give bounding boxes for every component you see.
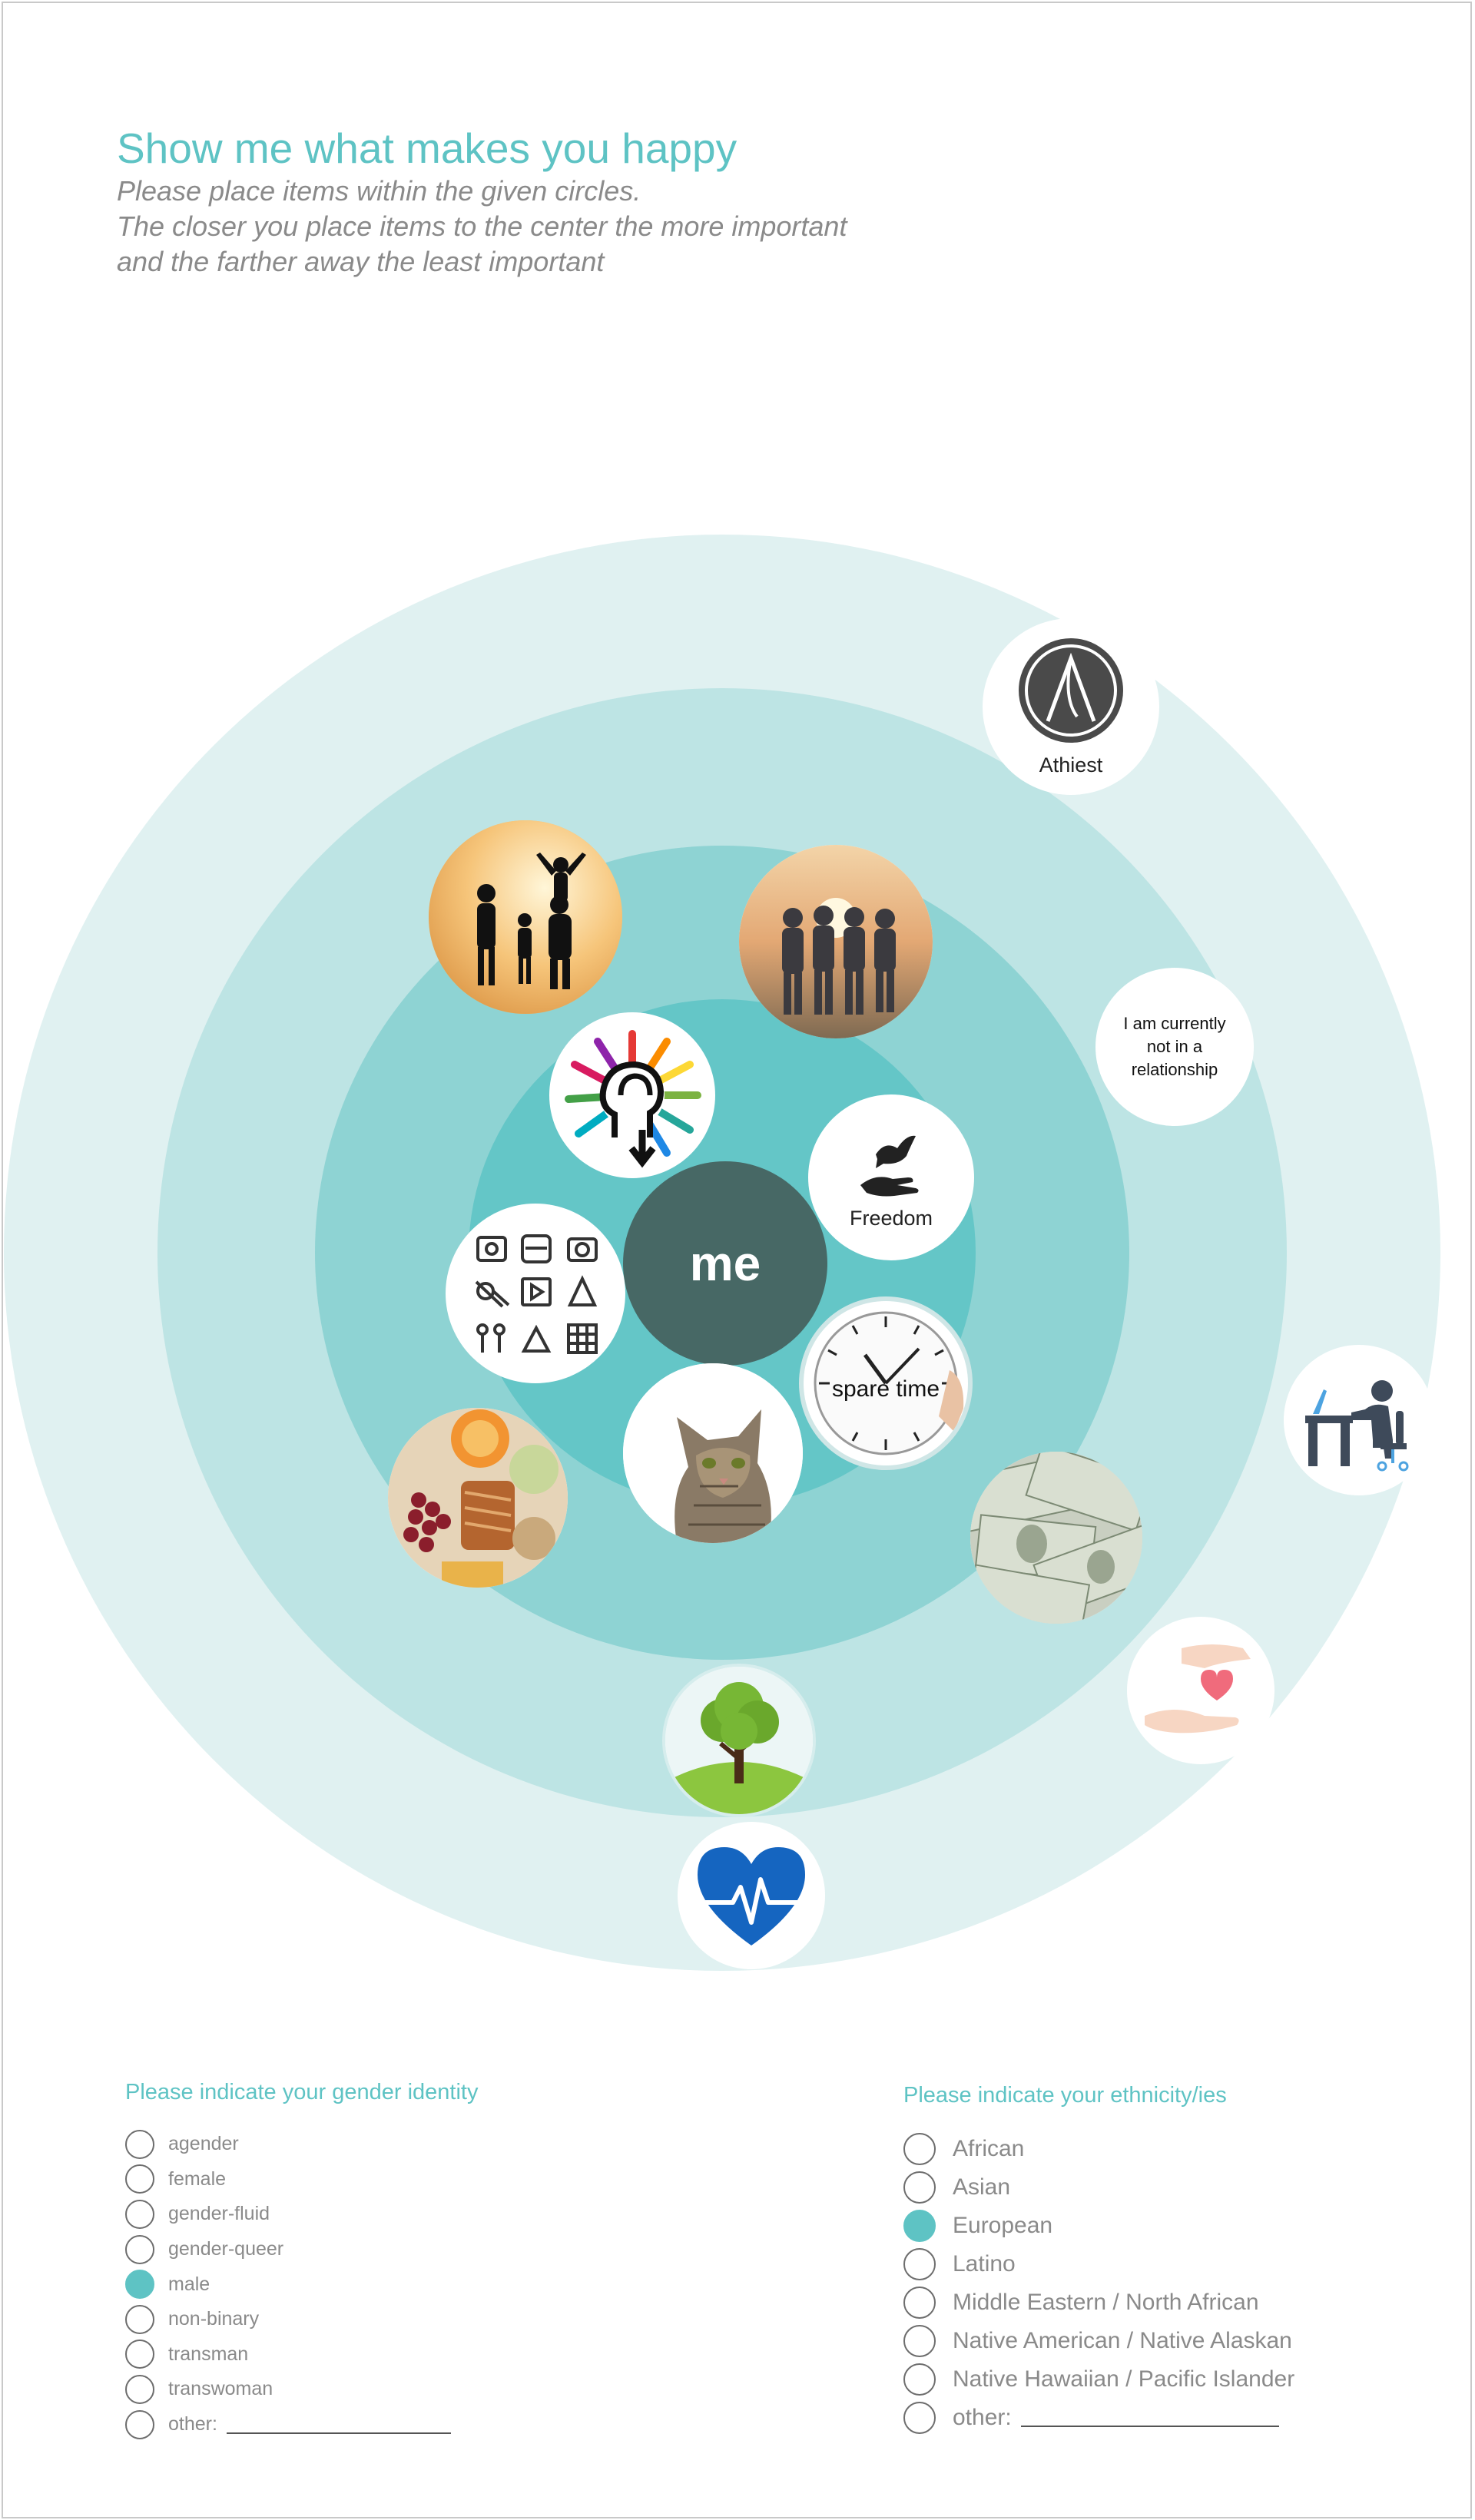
item-atheist[interactable]: Athiest — [983, 618, 1159, 795]
ethnicity-option-label: Latino — [953, 2251, 1016, 2277]
ethnicity-radio[interactable] — [903, 2133, 936, 2165]
gender-other-input[interactable] — [226, 2416, 451, 2434]
gender-option[interactable]: transman — [125, 2337, 478, 2373]
ethnicity-radio[interactable] — [903, 2248, 936, 2280]
ethnicity-option[interactable]: Asian — [903, 2168, 1294, 2207]
item-family[interactable] — [429, 820, 622, 1014]
gender-radio[interactable] — [125, 2270, 154, 2300]
gender-option[interactable]: non-binary — [125, 2302, 478, 2337]
ethnicity-radio[interactable] — [903, 2363, 936, 2396]
item-care[interactable] — [1127, 1617, 1274, 1764]
gender-radio[interactable] — [125, 2374, 154, 2404]
clock-icon — [814, 1311, 964, 1455]
gender-option[interactable]: gender-fluid — [125, 2197, 478, 2232]
gender-option-label: non-binary — [168, 2308, 260, 2330]
gender-other-label: other: — [168, 2413, 217, 2436]
gender-radio[interactable] — [125, 2304, 154, 2334]
dove-on-hand-icon — [860, 1135, 919, 1197]
item-nature[interactable] — [662, 1664, 816, 1817]
item-food[interactable] — [388, 1408, 568, 1588]
ethnicity-option[interactable]: Native Hawaiian / Pacific Islander — [903, 2360, 1294, 2399]
gender-radio-other[interactable] — [125, 2409, 154, 2439]
cat-photo — [623, 1363, 803, 1543]
item-money[interactable] — [970, 1452, 1142, 1624]
atheism-symbol-icon — [1019, 638, 1123, 743]
gender-radio[interactable] — [125, 2199, 154, 2229]
gender-options: agender female gender-fluid gender-queer… — [125, 2127, 478, 2442]
gender-radio[interactable] — [125, 2164, 154, 2194]
item-relationship-status[interactable]: I am currently not in a relationship — [1095, 968, 1254, 1126]
ethnicity-other-label: other: — [953, 2405, 1012, 2430]
center-me: me — [623, 1161, 827, 1366]
gender-option-label: gender-queer — [168, 2238, 284, 2260]
item-work[interactable] — [1284, 1345, 1434, 1495]
item-friends[interactable] — [739, 845, 933, 1038]
instruction-line-1: Please place items within the given circ… — [117, 175, 641, 207]
item-cat[interactable] — [623, 1363, 803, 1543]
gender-option-label: transwoman — [168, 2378, 273, 2400]
ethnicity-question: Please indicate your ethnicity/ies Afric… — [903, 2083, 1294, 2437]
ethnicity-radio[interactable] — [903, 2171, 936, 2204]
ethnicity-radio[interactable] — [903, 2210, 936, 2242]
person-at-desk-icon — [1305, 1380, 1409, 1472]
gender-option[interactable]: transwoman — [125, 2372, 478, 2407]
ethnicity-option[interactable]: European — [903, 2207, 1294, 2245]
gender-option[interactable]: female — [125, 2162, 478, 2197]
heart-in-hands-icon — [1145, 1644, 1251, 1734]
ethnicity-option[interactable]: Middle Eastern / North African — [903, 2283, 1294, 2322]
instruction-line-2: The closer you place items to the center… — [117, 210, 847, 242]
ethnicity-radio[interactable] — [903, 2325, 936, 2357]
ethnicity-option-label: Native Hawaiian / Pacific Islander — [953, 2366, 1295, 2392]
gender-option[interactable]: agender — [125, 2127, 478, 2162]
ethnicity-option-other[interactable]: other: — [903, 2399, 1294, 2437]
ethnicity-other-input[interactable] — [1020, 2409, 1279, 2427]
gender-radio[interactable] — [125, 2129, 154, 2159]
gender-radio[interactable] — [125, 2234, 154, 2264]
ethnicity-question-title: Please indicate your ethnicity/ies — [903, 2083, 1227, 2108]
ethnicity-radio-other[interactable] — [903, 2402, 936, 2434]
ethnicity-option-label: Middle Eastern / North African — [953, 2290, 1259, 2315]
ethnicity-option-label: African — [953, 2136, 1025, 2161]
ethnicity-option-label: Asian — [953, 2174, 1011, 2200]
item-freedom[interactable]: Freedom — [808, 1094, 974, 1260]
ethnicity-option[interactable]: Native American / Native Alaskan — [903, 2322, 1294, 2360]
gender-option[interactable]: gender-queer — [125, 2232, 478, 2267]
friends-group-photo — [739, 845, 933, 1038]
ethnicity-radio[interactable] — [903, 2287, 936, 2319]
instruction-line-3: and the farther away the least important — [117, 246, 605, 277]
tree-on-hill-icon — [665, 1667, 813, 1814]
family-silhouette-photo — [429, 820, 622, 1014]
item-spare-time[interactable]: spare time — [799, 1296, 973, 1470]
ethnicity-options: African Asian European Latino Middle Eas… — [903, 2130, 1294, 2437]
gender-question-title: Please indicate your gender identity — [125, 2080, 479, 2104]
gender-radio[interactable] — [125, 2340, 154, 2369]
hobbies-grid-icon — [475, 1234, 598, 1354]
gender-option-label: agender — [168, 2133, 239, 2155]
food-photo — [388, 1408, 568, 1588]
page-title: Show me what makes you happy — [117, 124, 738, 172]
item-hobbies[interactable] — [446, 1204, 625, 1383]
money-photo — [970, 1452, 1142, 1624]
atheist-label: Athiest — [1039, 753, 1103, 777]
instructions-block: Show me what makes you happy Please plac… — [117, 123, 1039, 280]
relationship-label: I am currently not in a relationship — [1123, 1014, 1226, 1079]
gender-option[interactable]: male — [125, 2267, 478, 2302]
colorful-mind-head-icon — [565, 1030, 701, 1168]
gender-option-label: female — [168, 2167, 227, 2190]
freedom-label: Freedom — [849, 1207, 933, 1230]
spare-time-label: spare time — [831, 1376, 940, 1402]
gender-option-label: gender-fluid — [168, 2203, 270, 2225]
gender-question: Please indicate your gender identity age… — [125, 2080, 478, 2442]
ethnicity-option[interactable]: African — [903, 2130, 1294, 2168]
item-health[interactable] — [678, 1822, 825, 1969]
heartbeat-icon — [698, 1847, 805, 1945]
ethnicity-option-label: European — [953, 2213, 1053, 2238]
gender-option-label: male — [168, 2273, 210, 2295]
gender-option-label: transman — [168, 2343, 249, 2365]
gender-option-other[interactable]: other: — [125, 2407, 478, 2442]
item-mind[interactable] — [549, 1012, 715, 1178]
ethnicity-option-label: Native American / Native Alaskan — [953, 2328, 1292, 2353]
ethnicity-option[interactable]: Latino — [903, 2245, 1294, 2283]
